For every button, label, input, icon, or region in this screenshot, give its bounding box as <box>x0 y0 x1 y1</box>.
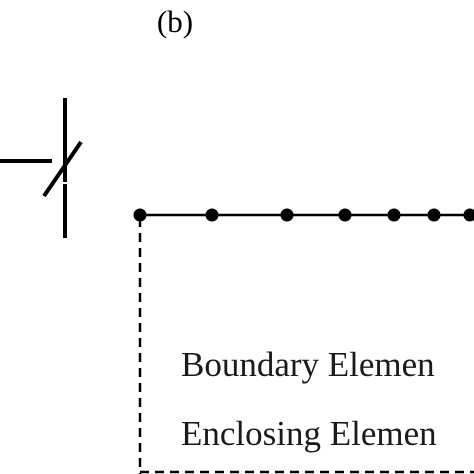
node-dot-icon <box>427 208 441 222</box>
legend-enclosing-element-label: Enclosing Elemen <box>181 414 437 453</box>
break-symbol-icon <box>0 98 83 238</box>
boundary-element <box>133 208 474 222</box>
node-dot-icon <box>463 208 474 222</box>
break-symbol-slash <box>42 140 83 198</box>
node-dot-icon <box>387 208 401 222</box>
node-dot-icon <box>338 208 352 222</box>
enclosing-element-outline <box>138 218 474 474</box>
legend-boundary-element-label: Boundary Elemen <box>181 345 435 384</box>
node-dot-icon <box>133 208 147 222</box>
node-dot-icon <box>280 208 294 222</box>
panel-label: (b) <box>156 4 194 39</box>
node-dot-icon <box>205 208 219 222</box>
